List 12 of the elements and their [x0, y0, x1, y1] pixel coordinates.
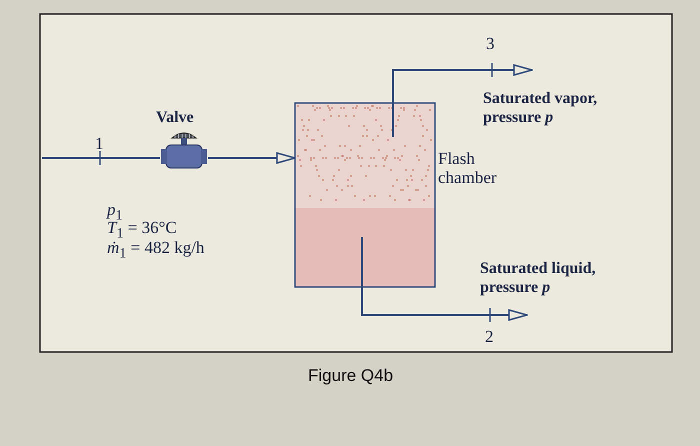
chamber-label: Flash chamber: [438, 149, 498, 187]
state-number: 3: [486, 34, 494, 53]
flow-arrow: [208, 152, 296, 164]
figure-caption: Figure Q4b: [308, 366, 394, 385]
flow-arrow: [392, 64, 533, 103]
outlet-label: Saturated vapor, pressure p: [483, 89, 598, 127]
state-number: 1: [95, 134, 104, 153]
pipe-line: [42, 157, 160, 159]
flow-arrow: [361, 287, 528, 321]
valve-label: Valve: [156, 108, 194, 127]
outlet-label: Saturated liquid, pressure p: [480, 259, 597, 297]
state-number: 2: [485, 327, 494, 346]
